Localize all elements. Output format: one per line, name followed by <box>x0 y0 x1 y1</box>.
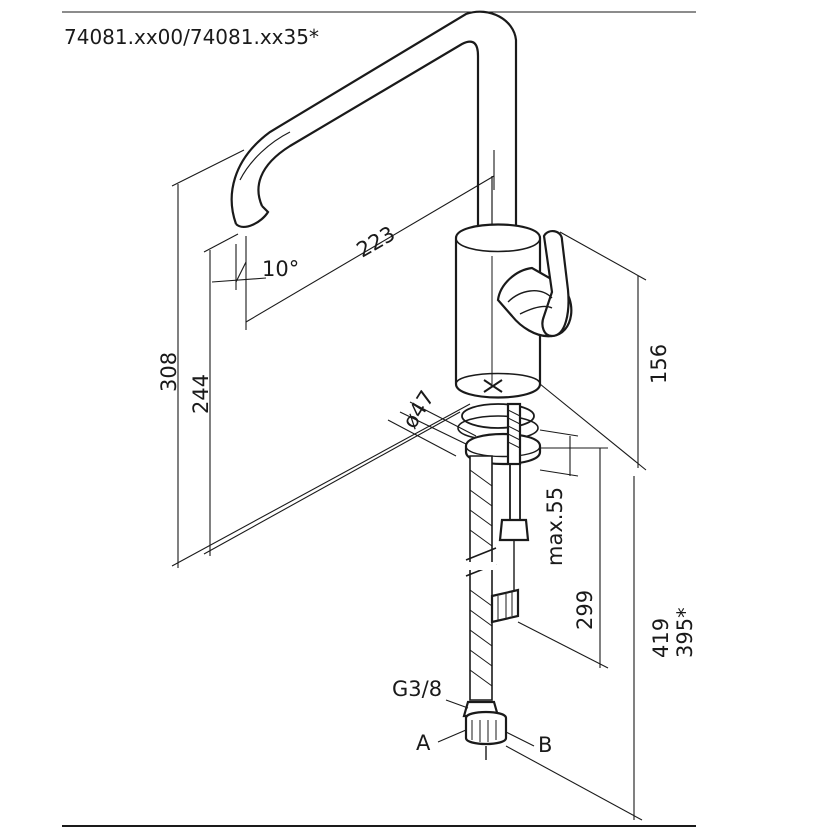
thread-label: G3/8 <box>392 677 442 701</box>
supply-hoses <box>462 455 520 760</box>
hose-length-b-dimension: 395* <box>673 607 697 658</box>
base-diameter-dimension: ø47 <box>398 386 439 432</box>
spout <box>230 10 518 236</box>
mounting-assembly <box>457 402 542 600</box>
model-number-title: 74081.xx00/74081.xx35* <box>64 25 319 49</box>
body-height-dimension: 156 <box>647 344 671 384</box>
max-deck-dimension: max.55 <box>543 487 567 566</box>
reach-dimension: 223 <box>353 221 400 262</box>
angle-dimension: 10° <box>262 257 299 281</box>
connection-b-label: B <box>538 733 552 757</box>
spout-height-dimension: 244 <box>189 374 213 414</box>
connection-a-label: A <box>416 731 431 755</box>
hose-length-a-dimension: 419 <box>649 618 673 658</box>
total-height-dimension: 308 <box>157 352 181 392</box>
faucet-body <box>454 223 542 399</box>
dimension-lines <box>171 149 647 821</box>
shank-length-dimension: 299 <box>573 590 597 630</box>
lever-handle <box>496 230 573 338</box>
